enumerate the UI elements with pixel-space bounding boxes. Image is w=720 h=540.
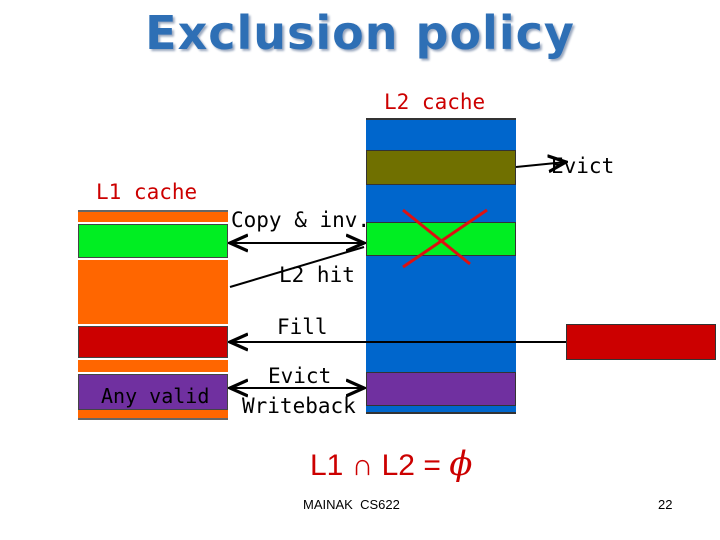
l2-hit-line: [229, 246, 365, 288]
l1-block-green: [78, 224, 228, 258]
any-valid-label: Any valid: [101, 384, 210, 408]
l1-cache-label: L1 cache: [96, 180, 198, 204]
page-number: 22: [658, 497, 673, 512]
equation-l1: L1: [310, 449, 344, 482]
writeback-label: Writeback: [242, 394, 356, 418]
l2-cache-label: L2 cache: [384, 90, 486, 114]
equation-empty-set: ϕ: [449, 444, 473, 484]
l2-block-blue-bottom: [366, 406, 516, 414]
equation-l2: L2: [381, 449, 415, 482]
l1-block-red: [78, 326, 228, 358]
l2-block-blue-mid: [366, 256, 516, 372]
l1-block-orange-top: [78, 210, 228, 222]
l2-block-olive: [366, 150, 516, 185]
evict-arrow: [515, 162, 566, 167]
x-mark-line-2: [402, 208, 488, 269]
l1-block-orange-mid: [78, 360, 228, 372]
l1-block-orange-bottom: [78, 410, 228, 420]
evict-label: Evict: [268, 364, 332, 388]
footer-text: MAINAK CS622: [303, 497, 400, 512]
l2-block-blue: [366, 185, 516, 222]
copy-inv-label: Copy & inv.: [231, 208, 371, 232]
exclusion-equation: L1 ∩ L2 = ϕ: [310, 444, 472, 484]
x-mark-line-1: [402, 208, 471, 266]
l1-block-orange: [78, 260, 228, 324]
page-title: Exclusion policy: [145, 6, 575, 60]
evict-top-label: Evict: [551, 154, 615, 178]
l2-block-purple: [366, 372, 516, 406]
l2-block-blue-top: [366, 118, 516, 150]
memory-block: [566, 324, 716, 360]
equation-intersection: ∩: [351, 449, 374, 482]
l1-block-purple: [78, 374, 228, 410]
equation-equals: =: [423, 449, 441, 482]
fill-label: Fill: [277, 315, 328, 339]
l2-hit-label: L2 hit: [279, 263, 355, 287]
